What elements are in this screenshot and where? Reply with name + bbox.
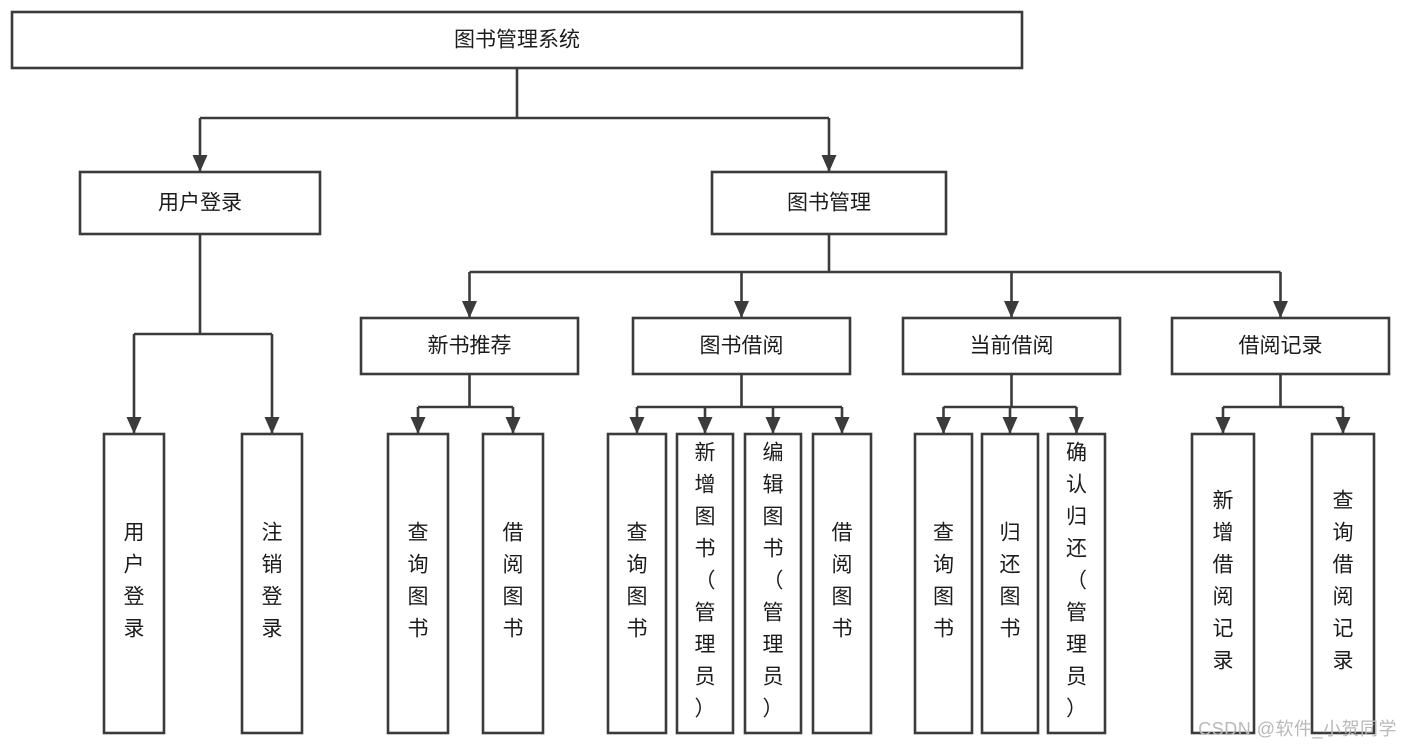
arrow-head-icon bbox=[126, 417, 142, 434]
arrow-head-icon bbox=[192, 155, 208, 172]
node-label-borrow-book-2: 借阅图书 bbox=[832, 522, 853, 641]
node-box-borrow-book-1 bbox=[481, 432, 545, 735]
node-query-borrow-record[interactable]: 查询借阅记录 bbox=[1310, 432, 1376, 735]
node-query-book-1[interactable]: 查询图书 bbox=[386, 432, 450, 735]
node-label-add-borrow-record: 新增借阅记录 bbox=[1213, 490, 1234, 673]
node-label-query-book-3: 查询图书 bbox=[933, 522, 954, 641]
node-label-book-management: 图书管理 bbox=[787, 192, 871, 215]
node-layer: 图书管理系统用户登录用户登录注销登录图书管理新书推荐查询图书借阅图书图书借阅查询… bbox=[10, 10, 1391, 735]
arrow-head-icon bbox=[834, 417, 850, 434]
node-label-root: 图书管理系统 bbox=[454, 29, 580, 52]
watermark-text: CSDN @软件_小贺同学 bbox=[1198, 719, 1397, 739]
node-label-return-book: 归还图书 bbox=[1000, 522, 1021, 641]
node-box-confirm-return-admin bbox=[1046, 432, 1107, 735]
node-label-user-logout: 注销登录 bbox=[262, 522, 283, 641]
node-box-query-borrow-record bbox=[1310, 432, 1376, 735]
arrow-head-icon bbox=[1069, 417, 1084, 434]
node-box-user-logout bbox=[240, 432, 304, 735]
node-query-book-2[interactable]: 查询图书 bbox=[606, 432, 668, 735]
arrow-head-icon bbox=[410, 417, 426, 434]
arrow-head-icon bbox=[264, 417, 280, 434]
node-edit-book-admin[interactable]: 编辑图书（管理员） bbox=[743, 432, 803, 735]
arrow-head-icon bbox=[734, 301, 749, 318]
node-box-book-management bbox=[710, 170, 948, 236]
node-new-book-recommend[interactable]: 新书推荐 bbox=[359, 316, 580, 376]
node-label-query-book-2: 查询图书 bbox=[627, 522, 648, 641]
node-box-user-login bbox=[78, 170, 322, 236]
arrow-head-icon bbox=[765, 417, 781, 434]
connector-layer bbox=[126, 68, 1351, 434]
node-label-query-book-1: 查询图书 bbox=[408, 522, 429, 641]
node-user-logout[interactable]: 注销登录 bbox=[240, 432, 304, 735]
arrow-head-icon bbox=[697, 417, 713, 434]
node-label-confirm-return-admin: 确认归还（管理员） bbox=[1066, 442, 1087, 721]
node-return-book[interactable]: 归还图书 bbox=[980, 432, 1040, 735]
node-label-user-login-do: 用户登录 bbox=[124, 522, 145, 641]
node-add-borrow-record[interactable]: 新增借阅记录 bbox=[1190, 432, 1256, 735]
node-box-query-book-1 bbox=[386, 432, 450, 735]
node-box-query-book-2 bbox=[606, 432, 668, 735]
node-query-book-3[interactable]: 查询图书 bbox=[913, 432, 974, 735]
node-borrow-book-2[interactable]: 借阅图书 bbox=[811, 432, 873, 735]
node-box-borrow-book-2 bbox=[811, 432, 873, 735]
node-user-login-do[interactable]: 用户登录 bbox=[102, 432, 166, 735]
arrow-head-icon bbox=[1004, 301, 1019, 318]
arrow-head-icon bbox=[1002, 417, 1018, 434]
node-box-new-book-recommend bbox=[359, 316, 580, 376]
arrow-head-icon bbox=[1215, 417, 1231, 434]
node-add-book-admin[interactable]: 新增图书（管理员） bbox=[675, 432, 735, 735]
arrow-head-icon bbox=[629, 417, 645, 434]
node-box-current-borrow bbox=[901, 316, 1122, 376]
node-borrow-book-1[interactable]: 借阅图书 bbox=[481, 432, 545, 735]
arrow-head-icon bbox=[462, 301, 477, 318]
node-box-borrow-records bbox=[1170, 316, 1391, 376]
node-box-add-book-admin bbox=[675, 432, 735, 735]
node-box-return-book bbox=[980, 432, 1040, 735]
node-label-borrow-records: 借阅记录 bbox=[1239, 335, 1323, 358]
node-borrow-records[interactable]: 借阅记录 bbox=[1170, 316, 1391, 376]
node-root[interactable]: 图书管理系统 bbox=[10, 10, 1024, 70]
node-label-new-book-recommend: 新书推荐 bbox=[428, 335, 512, 358]
node-box-user-login-do bbox=[102, 432, 166, 735]
arrow-head-icon bbox=[1335, 417, 1351, 434]
node-box-query-book-3 bbox=[913, 432, 974, 735]
arrow-head-icon bbox=[936, 417, 951, 434]
node-user-login[interactable]: 用户登录 bbox=[78, 170, 322, 236]
arrow-head-icon bbox=[1273, 301, 1288, 318]
node-label-current-borrow: 当前借阅 bbox=[970, 335, 1054, 358]
node-label-book-borrow: 图书借阅 bbox=[700, 335, 784, 358]
node-label-user-login: 用户登录 bbox=[158, 192, 242, 215]
node-box-root bbox=[10, 10, 1024, 70]
node-label-edit-book-admin: 编辑图书（管理员） bbox=[763, 442, 784, 721]
arrow-head-icon bbox=[821, 155, 837, 172]
node-box-book-borrow bbox=[631, 316, 852, 376]
node-label-query-borrow-record: 查询借阅记录 bbox=[1333, 490, 1354, 673]
node-label-borrow-book-1: 借阅图书 bbox=[503, 522, 524, 641]
node-box-edit-book-admin bbox=[743, 432, 803, 735]
node-current-borrow[interactable]: 当前借阅 bbox=[901, 316, 1122, 376]
node-confirm-return-admin[interactable]: 确认归还（管理员） bbox=[1046, 432, 1107, 735]
node-label-add-book-admin: 新增图书（管理员） bbox=[695, 442, 716, 721]
node-book-borrow[interactable]: 图书借阅 bbox=[631, 316, 852, 376]
node-book-management[interactable]: 图书管理 bbox=[710, 170, 948, 236]
arrow-head-icon bbox=[505, 417, 521, 434]
node-box-add-borrow-record bbox=[1190, 432, 1256, 735]
